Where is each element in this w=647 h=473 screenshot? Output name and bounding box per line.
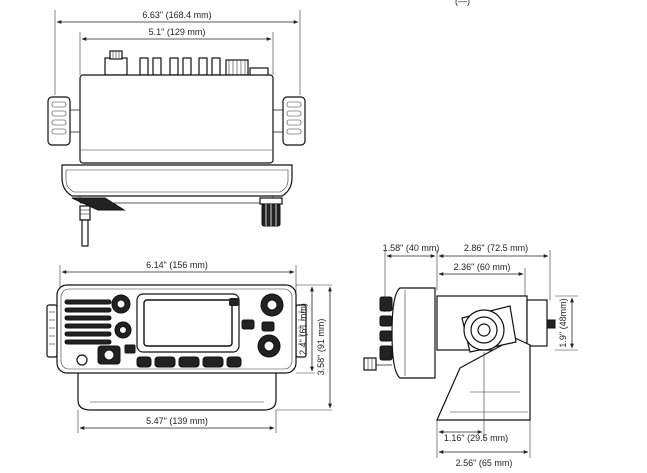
dim-side-depth: 2.86" (72.5 mm) bbox=[464, 243, 528, 253]
top-right-bracket bbox=[273, 96, 306, 146]
top-cut-label: (—) bbox=[455, 0, 470, 6]
dim-side-bracket-depth: 2.56" (65 mm) bbox=[456, 458, 513, 468]
side-key bbox=[241, 319, 255, 330]
top-view: (—) 6.63" (168.4 mm) 5.1" (129 mm) bbox=[47, 0, 470, 247]
side-bracket bbox=[436, 337, 531, 421]
dim-front-total-height: 3.58" (91 mm) bbox=[316, 319, 326, 376]
front-left-tabs bbox=[46, 304, 58, 358]
side-view: 1.58" (40 mm) 2.86" (72.5 mm) 2.36" (60 … bbox=[363, 243, 578, 468]
dim-side-knob-offset: 1.16" (29.5 mm) bbox=[444, 433, 508, 443]
side-front-panel bbox=[391, 287, 436, 379]
side-bracket-knob bbox=[461, 305, 517, 353]
top-volume-knob bbox=[259, 197, 283, 227]
rear-connectors bbox=[104, 50, 269, 77]
dim-top-overall-width: 6.63" (168.4 mm) bbox=[142, 10, 211, 20]
dim-side-front-depth: 1.58" (40 mm) bbox=[383, 243, 440, 253]
dim-front-body-height: 2.4" (61 mm) bbox=[298, 303, 308, 355]
mic-button bbox=[76, 354, 88, 366]
dim-front-bracket-width: 5.47" (139 mm) bbox=[146, 416, 208, 426]
top-left-bracket bbox=[47, 96, 80, 146]
front-bracket bbox=[77, 369, 277, 411]
dim-front-width: 6.14" (156 mm) bbox=[146, 260, 208, 270]
mic-cable bbox=[71, 197, 126, 247]
top-front-panel bbox=[61, 164, 293, 197]
dim-side-body-depth: 2.36" (60 mm) bbox=[454, 262, 511, 272]
dim-top-body-width: 5.1" (129 mm) bbox=[149, 27, 206, 37]
dim-side-height: 1.9" (48mm) bbox=[558, 298, 568, 347]
speaker-grille bbox=[64, 299, 112, 345]
front-view: 6.14" (156 mm) bbox=[46, 260, 332, 433]
top-body bbox=[79, 74, 274, 164]
soft-key-row bbox=[136, 356, 242, 368]
